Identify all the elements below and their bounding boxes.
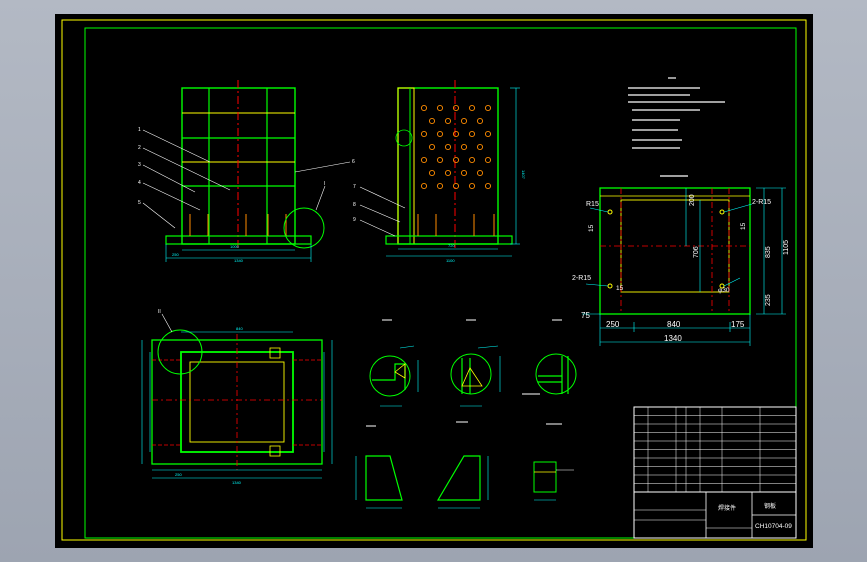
dim-175: 175 <box>731 320 745 329</box>
hole <box>436 182 444 190</box>
hole <box>468 104 476 112</box>
svg-text:1: 1 <box>138 127 141 133</box>
drawing-number: CH10704-09 <box>755 523 792 530</box>
dim-1340: 1340 <box>664 334 682 343</box>
dim-15-left: 15 <box>588 224 595 232</box>
svg-text:4: 4 <box>138 180 141 186</box>
dim-250: 250 <box>606 320 620 329</box>
hole <box>460 143 468 151</box>
hole <box>484 156 492 164</box>
title-block: 焊接件 钢板 CH10704-09 <box>633 406 797 539</box>
material: 钢板 <box>764 502 776 510</box>
svg-text:720: 720 <box>448 243 455 248</box>
hole <box>468 182 476 190</box>
svg-text:8: 8 <box>353 202 356 208</box>
dim-15-right: 15 <box>740 222 747 230</box>
bottom-plan-view: II 840 250 1340 <box>141 309 333 485</box>
svg-text:1407: 1407 <box>521 170 526 180</box>
dim-706: 706 <box>693 246 700 258</box>
label-2-r15-right: 2-R15 <box>752 199 771 206</box>
svg-text:2: 2 <box>138 145 141 151</box>
svg-text:250: 250 <box>172 252 179 257</box>
hole <box>476 169 484 177</box>
hole <box>460 117 468 125</box>
hole <box>452 130 460 138</box>
svg-text:3: 3 <box>138 162 141 168</box>
hole <box>484 130 492 138</box>
hole <box>444 169 452 177</box>
hole <box>452 182 460 190</box>
dim-235: 235 <box>765 294 772 306</box>
svg-text:1340: 1340 <box>232 480 242 485</box>
technical-notes <box>628 77 725 177</box>
svg-text:9: 9 <box>353 217 356 223</box>
drawing-sheet: 1 2 3 4 5 6 I 250 1000 1340 <box>55 14 813 548</box>
hole <box>484 182 492 190</box>
inner-border <box>84 27 797 539</box>
svg-text:1340: 1340 <box>234 258 244 263</box>
hole <box>428 117 436 125</box>
hole <box>444 143 452 151</box>
hole <box>484 104 492 112</box>
hole <box>452 104 460 112</box>
hole <box>420 182 428 190</box>
svg-text:6: 6 <box>352 159 355 165</box>
svg-text:1000: 1000 <box>230 244 240 249</box>
svg-text:5: 5 <box>138 200 141 206</box>
hole <box>420 156 428 164</box>
dim-phi30: φ30 <box>718 287 730 294</box>
dim-15-bottom: 15 <box>616 285 624 292</box>
dim-1105: 1105 <box>783 240 790 255</box>
hole <box>452 156 460 164</box>
dim-75: 75 <box>581 311 590 320</box>
svg-text:II: II <box>158 309 161 315</box>
hole <box>460 169 468 177</box>
label-2-r15-left: 2-R15 <box>572 275 591 282</box>
front-view: 1 2 3 4 5 6 I 250 1000 1340 <box>138 80 355 263</box>
dim-200: 200 <box>689 194 696 206</box>
svg-text:250: 250 <box>175 472 182 477</box>
perforation-holes <box>420 104 492 190</box>
detail-views <box>355 319 577 509</box>
hole <box>420 104 428 112</box>
svg-text:840: 840 <box>236 326 243 331</box>
hole <box>436 130 444 138</box>
dim-840: 840 <box>667 320 681 329</box>
svg-text:7: 7 <box>353 184 356 190</box>
svg-text:1100: 1100 <box>446 258 455 263</box>
hole <box>468 156 476 164</box>
svg-text:I: I <box>324 181 325 187</box>
hole <box>420 130 428 138</box>
hole <box>476 117 484 125</box>
part-name: 焊接件 <box>718 504 736 512</box>
label-r15: R15 <box>586 201 599 208</box>
drawing-canvas: 1 2 3 4 5 6 I 250 1000 1340 <box>61 19 807 541</box>
side-view: 7 8 9 1407 720 1100 <box>353 80 526 263</box>
hole <box>444 117 452 125</box>
hole <box>436 156 444 164</box>
hole <box>428 143 436 151</box>
hole <box>428 169 436 177</box>
dim-835: 835 <box>765 246 772 258</box>
hole <box>476 143 484 151</box>
plan-view-dimensioned: 250 840 175 1340 75 15 φ30 R15 2-R15 2-R… <box>572 187 790 346</box>
hole <box>468 130 476 138</box>
outer-border <box>61 19 807 541</box>
hole <box>436 104 444 112</box>
